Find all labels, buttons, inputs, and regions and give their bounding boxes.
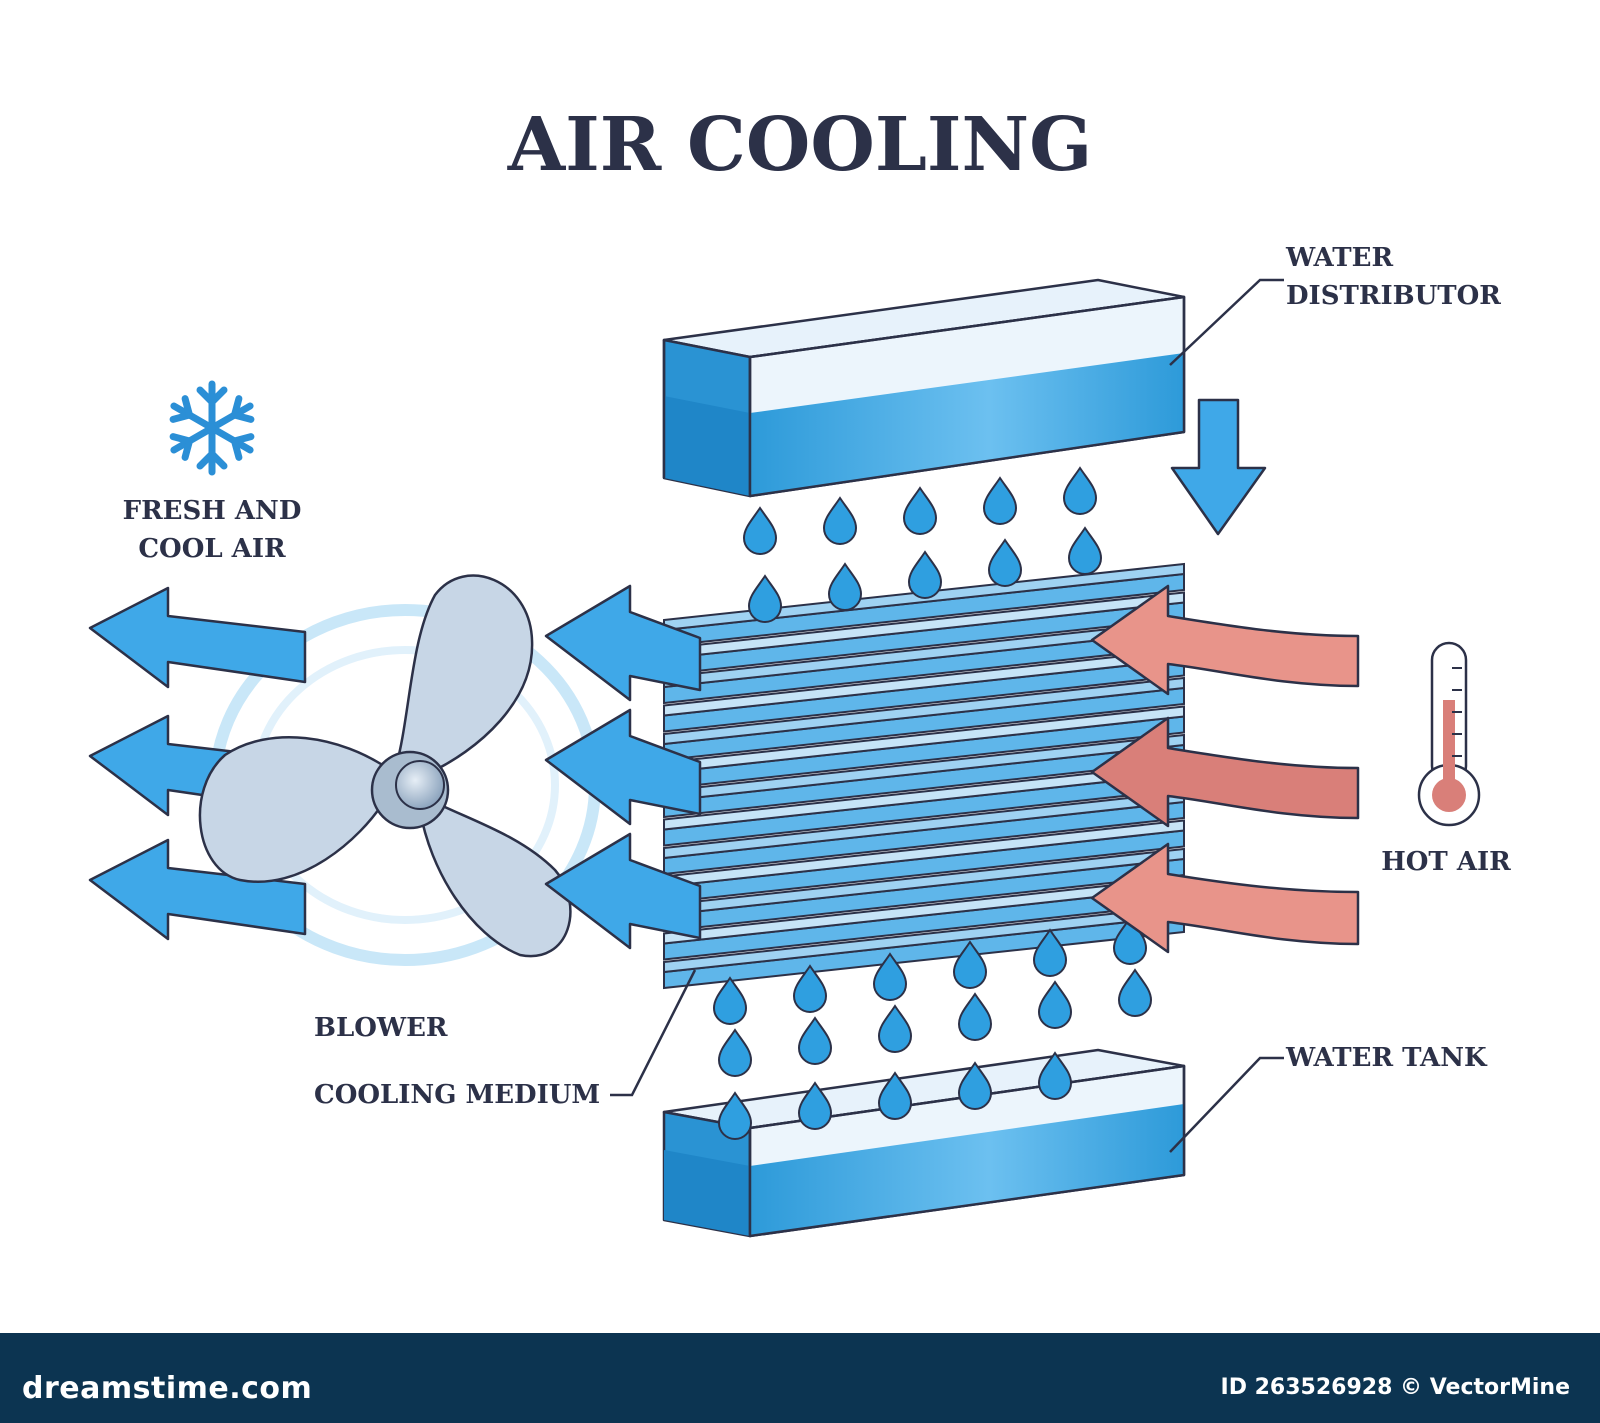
- water-drop: [748, 575, 782, 623]
- cooling-plate: [663, 705, 1185, 790]
- label-water-tank: WATER TANK: [1285, 1043, 1488, 1073]
- water-drop: [798, 1017, 832, 1065]
- label-hot-air: HOT AIR: [1381, 847, 1511, 877]
- hot-air-arrows: [1090, 584, 1360, 954]
- water-tank: [662, 1048, 1186, 1238]
- water-drop: [828, 563, 862, 611]
- water-drop: [983, 477, 1017, 525]
- diagram-title: AIR COOLING: [507, 102, 1093, 188]
- snowflake-icon: [168, 380, 256, 472]
- water-flow-arrow: [1170, 398, 1267, 536]
- label-fresh-air-2: COOL AIR: [138, 534, 286, 564]
- leader-lines: [610, 278, 1284, 1153]
- label-water-distributor: WATER: [1285, 243, 1393, 273]
- thermometer-icon: [1417, 641, 1481, 827]
- water-distributor: [662, 278, 1186, 498]
- water-drop: [1038, 981, 1072, 1029]
- water-drop: [743, 507, 777, 555]
- footer-credit: ID 263526928 © VectorMine: [1220, 1375, 1570, 1400]
- water-drop: [878, 1005, 912, 1053]
- cooled-air-arrows: [544, 584, 702, 950]
- cooling-plate: [663, 619, 1185, 705]
- water-drop: [988, 539, 1022, 587]
- water-drop: [908, 551, 942, 599]
- footer-bar: dreamstime.com ID 263526928 © VectorMine: [0, 1333, 1600, 1423]
- water-drop: [1068, 527, 1102, 575]
- label-fresh-air: FRESH AND: [123, 496, 302, 526]
- label-water-distributor-2: DISTRIBUTOR: [1286, 281, 1501, 311]
- water-drop: [1118, 969, 1152, 1017]
- water-drop: [823, 497, 857, 545]
- blower-fan: [198, 574, 572, 958]
- water-drop: [713, 977, 747, 1025]
- water-drop: [1063, 467, 1097, 515]
- footer-brand[interactable]: dreamstime.com: [22, 1371, 313, 1406]
- cooling-plate: [663, 790, 1185, 876]
- label-cooling-medium: COOLING MEDIUM: [314, 1080, 600, 1110]
- water-drop: [903, 487, 937, 535]
- label-blower: BLOWER: [314, 1013, 448, 1043]
- air-cooling-diagram: AIR COOLING: [88, 102, 1511, 1238]
- fresh-air-arrows: [88, 586, 307, 941]
- water-drop: [718, 1029, 752, 1077]
- water-drop: [958, 993, 992, 1041]
